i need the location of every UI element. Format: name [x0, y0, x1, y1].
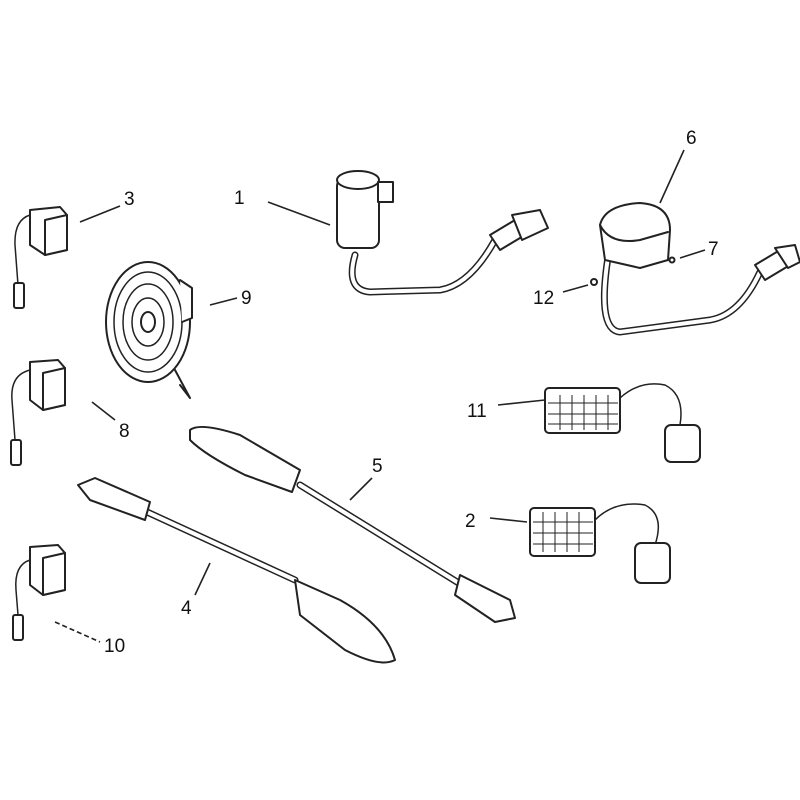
part-8-switch[interactable] — [10, 359, 66, 466]
callout-4: 4 — [181, 598, 192, 619]
part-1-relay[interactable] — [336, 170, 549, 296]
callout-5: 5 — [372, 456, 383, 477]
part-9-horn[interactable] — [105, 261, 193, 399]
part-3-switch[interactable] — [13, 206, 68, 309]
callout-7: 7 — [708, 239, 719, 260]
part-7-screw[interactable] — [668, 256, 676, 264]
callout-11: 11 — [467, 401, 487, 422]
part-11-connector[interactable] — [544, 383, 701, 463]
part-5-indicator[interactable] — [189, 425, 516, 623]
callout-2: 2 — [465, 511, 476, 532]
callout-12: 12 — [533, 288, 554, 309]
callout-9: 9 — [241, 288, 252, 309]
part-12-nut[interactable] — [590, 278, 598, 286]
callout-3: 3 — [124, 189, 135, 210]
callout-6: 6 — [686, 128, 697, 149]
leader-lines — [54, 149, 706, 643]
callout-10: 10 — [104, 636, 125, 657]
part-2-connector[interactable] — [529, 503, 671, 584]
part-10-switch[interactable] — [12, 544, 66, 641]
part-4-indicator[interactable] — [77, 477, 396, 664]
callout-8: 8 — [119, 421, 130, 442]
callout-1: 1 — [234, 188, 245, 209]
part-6-unit[interactable] — [599, 202, 800, 336]
